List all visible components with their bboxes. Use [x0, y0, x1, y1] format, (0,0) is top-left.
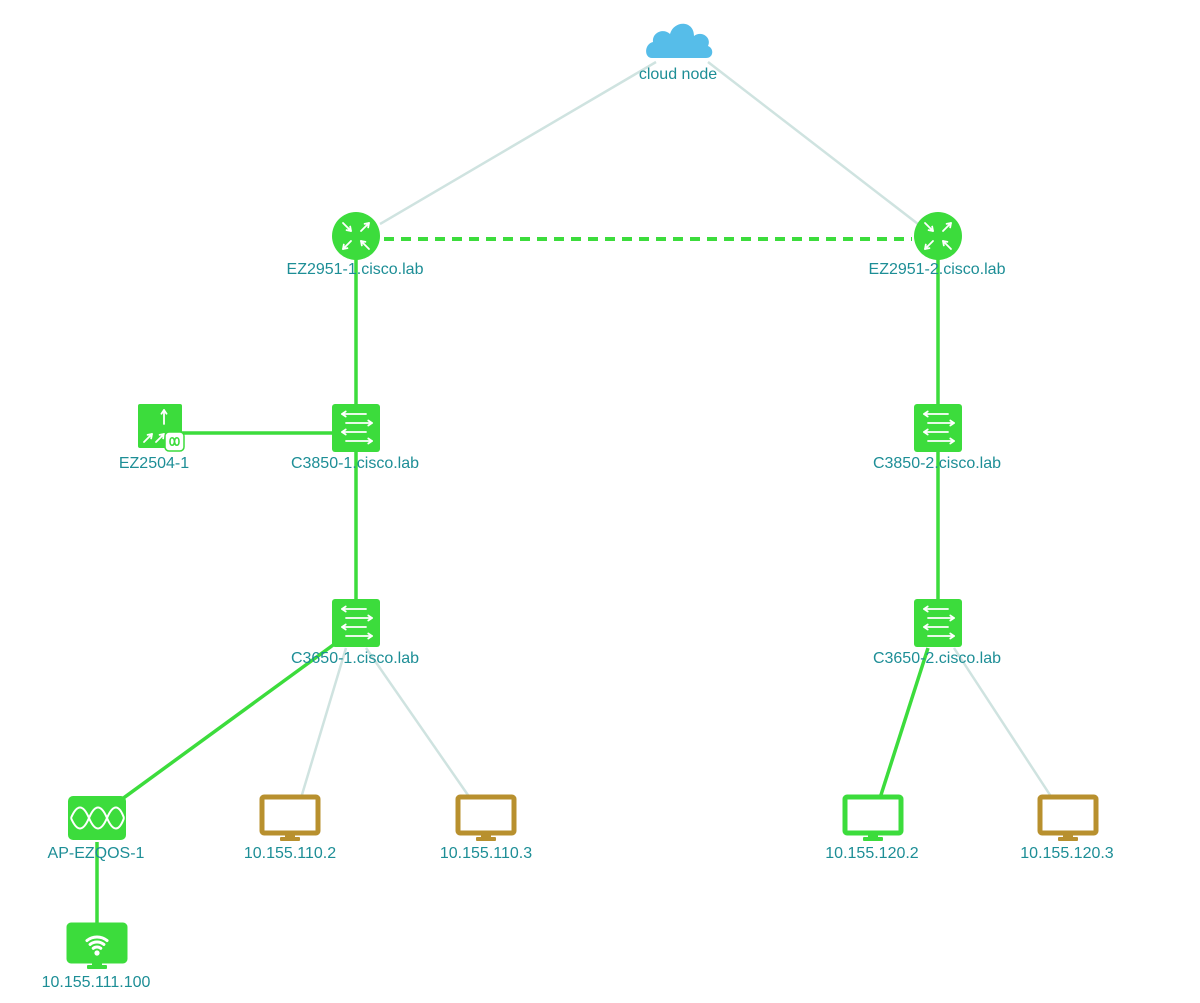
link-a1-h1102[interactable]	[299, 647, 348, 799]
node-label-h1102: 10.155.110.2	[244, 845, 336, 862]
node-s2[interactable]: C3850-2.cisco.lab	[873, 404, 1001, 472]
node-r2[interactable]: EZ2951-2.cisco.lab	[869, 212, 1006, 278]
node-label-a2: C3650-2.cisco.lab	[873, 650, 1001, 667]
node-label-ap: AP-EZQOS-1	[48, 845, 145, 862]
switch-icon	[914, 404, 962, 452]
node-label-wlc: EZ2504-1	[119, 455, 189, 472]
link-cloud-r2[interactable]	[707, 61, 919, 225]
switch-icon	[332, 599, 380, 647]
node-label-r2: EZ2951-2.cisco.lab	[869, 261, 1006, 278]
switch-icon	[914, 599, 962, 647]
node-label-s2: C3850-2.cisco.lab	[873, 455, 1001, 472]
access-point-icon	[68, 796, 126, 840]
cloud-icon	[646, 23, 713, 58]
wireless-controller-icon	[138, 404, 185, 452]
monitor-icon	[455, 794, 517, 841]
node-h1102[interactable]: 10.155.110.2	[244, 794, 336, 862]
link-a1-h1103[interactable]	[364, 647, 472, 799]
node-h1203[interactable]: 10.155.120.3	[1020, 794, 1114, 862]
switch-icon	[332, 404, 380, 452]
node-a2[interactable]: C3650-2.cisco.lab	[873, 599, 1001, 667]
link-cloud-r1[interactable]	[379, 60, 657, 226]
monitor-icon	[1037, 794, 1099, 841]
node-label-wh: 10.155.111.100	[42, 974, 151, 991]
node-label-r1: EZ2951-1.cisco.lab	[287, 261, 424, 278]
link-a2-h1203[interactable]	[952, 647, 1054, 799]
link-a2-h1202[interactable]	[878, 647, 930, 799]
node-r1[interactable]: EZ2951-1.cisco.lab	[287, 212, 424, 278]
node-label-h1103: 10.155.110.3	[440, 845, 532, 862]
node-h1202[interactable]: 10.155.120.2	[825, 794, 919, 862]
monitor-icon	[842, 794, 904, 841]
link-a1-ap[interactable]	[116, 638, 342, 804]
node-label-h1202: 10.155.120.2	[825, 845, 919, 862]
node-s1[interactable]: C3850-1.cisco.lab	[291, 404, 419, 472]
node-label-a1: C3650-1.cisco.lab	[291, 650, 419, 667]
monitor-icon	[259, 794, 321, 841]
node-cloud[interactable]: cloud node	[639, 23, 717, 83]
router-icon	[914, 212, 962, 260]
node-wh[interactable]: 10.155.111.100	[42, 922, 151, 991]
node-ap[interactable]: AP-EZQOS-1	[48, 796, 145, 862]
node-label-cloud: cloud node	[639, 66, 717, 83]
router-icon	[332, 212, 380, 260]
wireless-monitor-icon	[66, 922, 128, 969]
node-a1[interactable]: C3650-1.cisco.lab	[291, 599, 419, 667]
links-layer	[95, 60, 1054, 926]
node-label-s1: C3850-1.cisco.lab	[291, 455, 419, 472]
node-wlc[interactable]: EZ2504-1	[119, 404, 189, 472]
node-h1103[interactable]: 10.155.110.3	[440, 794, 532, 862]
node-label-h1203: 10.155.120.3	[1020, 845, 1114, 862]
